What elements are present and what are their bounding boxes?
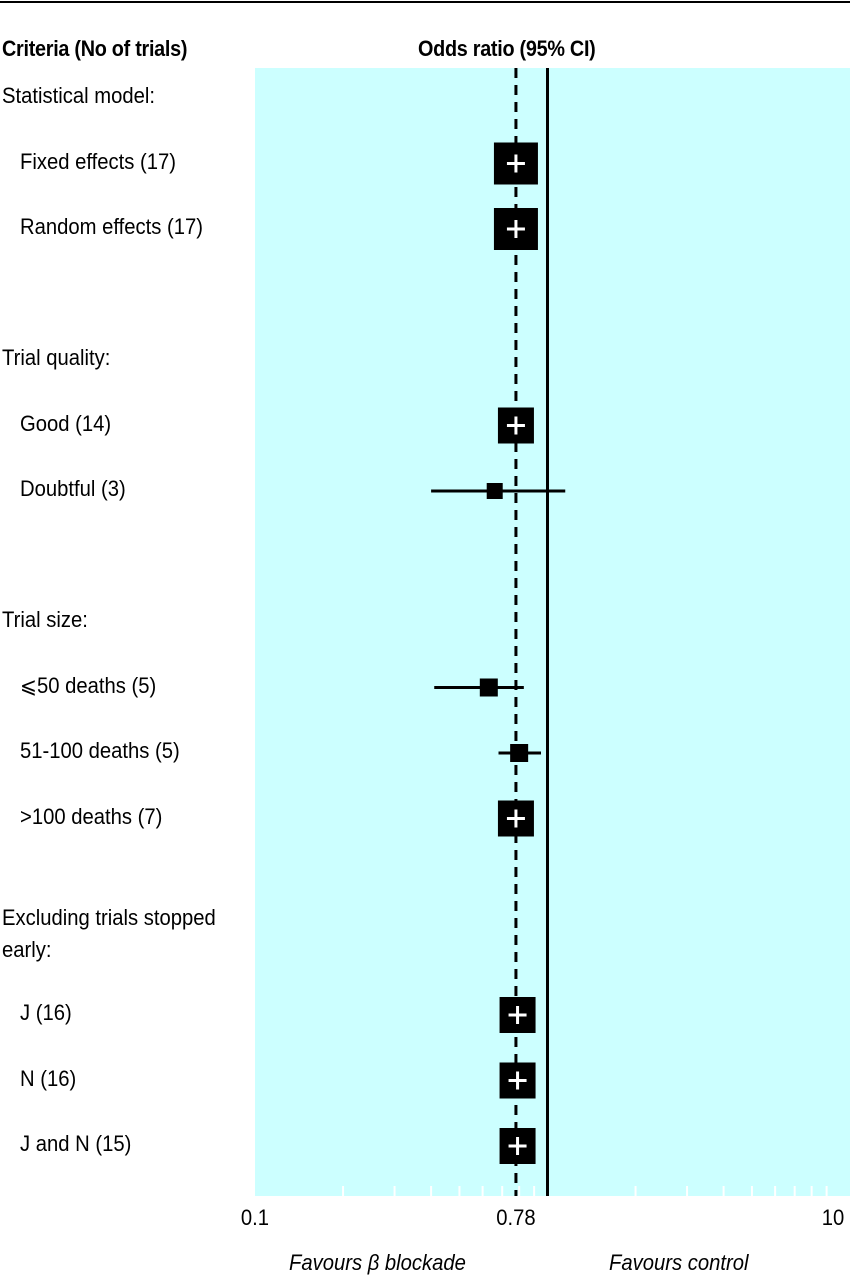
row-label: Good (14) — [20, 410, 112, 436]
row-label: Doubtful (3) — [20, 476, 126, 501]
favours-beta-blockade-label: Favours β blockade — [289, 1250, 466, 1275]
row-label: ⩽50 deaths (5) — [20, 672, 157, 698]
row-heading: Trial quality: — [2, 345, 111, 370]
row-label: 51-100 deaths (5) — [20, 738, 180, 763]
row-label: J (16) — [20, 1000, 72, 1025]
row-heading-line: Excluding trials stopped — [2, 904, 216, 930]
row-label: >100 deaths (7) — [20, 803, 163, 829]
x-tick-label: 0.1 — [240, 1205, 270, 1230]
row-label: J and N (15) — [20, 1131, 132, 1156]
criteria-column-header: Criteria (No of trials) — [2, 36, 188, 61]
row-label: Random effects (17) — [20, 214, 204, 239]
row-heading-line: early: — [2, 936, 52, 962]
row-label: Fixed effects (17) — [20, 148, 176, 174]
point-estimate-box — [486, 483, 503, 499]
plot-panel-background — [255, 68, 850, 1196]
odds-ratio-column-header: Odds ratio (95% CI) — [418, 36, 596, 61]
row-heading: Trial size: — [2, 607, 88, 632]
point-estimate-box — [510, 744, 529, 762]
row-label: N (16) — [20, 1065, 77, 1091]
row-heading: Statistical model: — [2, 83, 155, 108]
favours-control-label: Favours control — [609, 1250, 749, 1275]
x-tick-label: 0.78 — [496, 1205, 536, 1230]
x-tick-label: 10 — [821, 1205, 845, 1230]
point-estimate-box — [479, 678, 498, 697]
